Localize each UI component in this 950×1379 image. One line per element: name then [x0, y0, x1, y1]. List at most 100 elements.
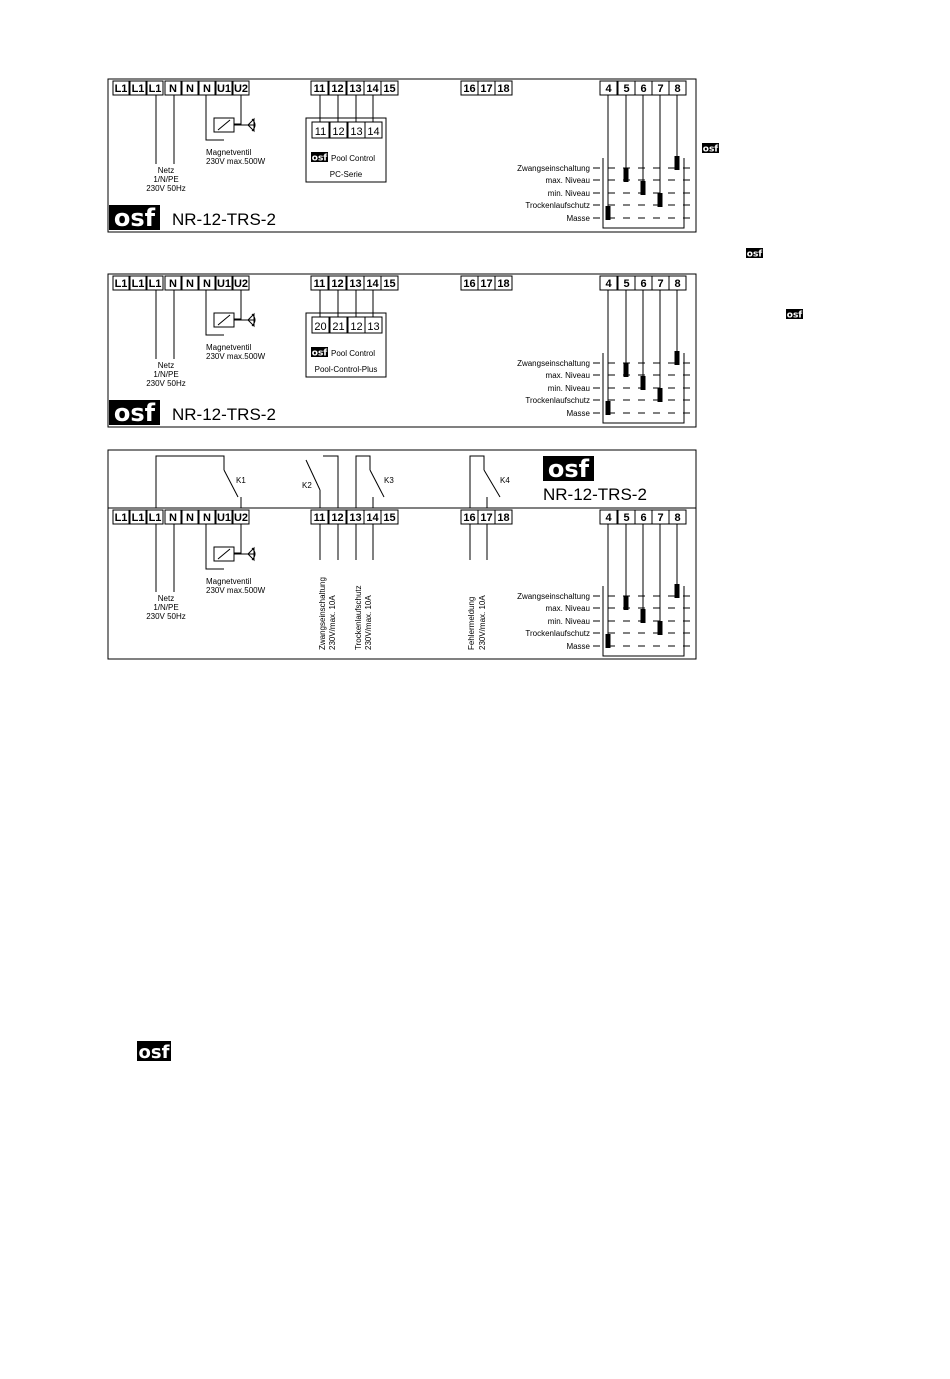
terminal-label: 12: [331, 83, 343, 95]
terminal: 21: [329, 316, 348, 334]
terminal: 5: [617, 80, 636, 96]
terminal-label: L1: [149, 512, 162, 524]
terminal-label: U2: [234, 83, 248, 95]
dry-run-label: Trockenlaufschutz: [354, 585, 363, 650]
terminal: L1: [129, 275, 147, 291]
terminal: L1: [112, 275, 130, 291]
model-label: NR-12-TRS-2: [543, 485, 647, 504]
osf-logo-small: [786, 309, 803, 321]
osf-logo-small: [137, 1041, 171, 1063]
terminal: 13: [346, 509, 365, 525]
terminal-label: 17: [480, 278, 492, 290]
terminal: 8: [668, 509, 687, 525]
terminal: 6: [634, 275, 653, 291]
netz-voltage-label: 230V 50Hz: [146, 184, 186, 193]
terminal-label: 12: [331, 278, 343, 290]
terminal: U2: [232, 509, 250, 525]
pool-control-series: Pool-Control-Plus: [315, 365, 378, 374]
netz-phase-label: 1/N/PE: [153, 370, 178, 379]
probe-electrode: [623, 596, 629, 610]
netz-label: Netz: [158, 166, 174, 175]
terminal-label: 8: [674, 83, 680, 95]
terminal: N: [181, 275, 199, 291]
terminal-label: 7: [657, 83, 663, 95]
terminal-label: 14: [366, 83, 379, 95]
terminal-label: 20: [314, 321, 326, 333]
pool-control-series: PC-Serie: [330, 170, 363, 179]
probe-level-label: max. Niveau: [546, 371, 590, 380]
terminal: 7: [651, 80, 670, 96]
terminal: 15: [380, 80, 399, 96]
terminal: 18: [494, 80, 513, 96]
terminal: U1: [215, 275, 233, 291]
osf-logo-large: osf: [543, 455, 594, 483]
probe-level-label: Zwangseinschaltung: [517, 359, 590, 368]
terminal-label: 16: [463, 278, 475, 290]
valve-label: Magnetventil: [206, 148, 252, 157]
terminal: 7: [651, 275, 670, 291]
terminal-label: 14: [366, 512, 379, 524]
fault-rating: 230V/max. 10A: [478, 595, 487, 650]
valve-label: Magnetventil: [206, 343, 252, 352]
solenoid-valve-icon: [213, 312, 256, 328]
terminal: 4: [599, 509, 618, 525]
terminal: 13: [347, 121, 366, 139]
terminal-label: N: [186, 83, 194, 95]
terminal-label: 13: [349, 278, 361, 290]
probe-level-label: Trockenlaufschutz: [525, 396, 590, 405]
probe-electrode: [640, 376, 646, 390]
terminal-label: 16: [463, 83, 475, 95]
solenoid-valve-icon: [213, 117, 256, 133]
netz-phase-label: 1/N/PE: [153, 603, 178, 612]
valve-rating-label: 230V max.500W: [206, 157, 266, 166]
terminal-label: 4: [605, 83, 612, 95]
svg-text:osf: osf: [114, 204, 156, 232]
terminal: 20: [311, 316, 330, 334]
netz-label: Netz: [158, 361, 174, 370]
probe-electrode: [674, 156, 680, 170]
terminal-label: 15: [383, 278, 395, 290]
terminal-label: 13: [367, 321, 379, 333]
terminal-label: 12: [331, 512, 343, 524]
terminal: 8: [668, 80, 687, 96]
terminal: 6: [634, 509, 653, 525]
terminal: 11: [310, 80, 329, 96]
relay-k4-label: K4: [500, 476, 510, 485]
terminal: 11: [310, 275, 329, 291]
probe-electrode: [605, 401, 611, 415]
terminal: U2: [232, 275, 250, 291]
terminal-label: L1: [115, 83, 128, 95]
probe-electrode: [640, 609, 646, 623]
probe-electrode: [605, 634, 611, 648]
terminal: 8: [668, 275, 687, 291]
terminal: L1: [112, 80, 130, 96]
osf-logo-large: osf: [109, 204, 160, 232]
terminal-label: 14: [366, 278, 379, 290]
terminal: L1: [112, 509, 130, 525]
terminal: 17: [477, 275, 496, 291]
terminal: L1: [129, 80, 147, 96]
terminal-label: 11: [315, 126, 326, 138]
model-label: NR-12-TRS-2: [172, 210, 276, 229]
terminal-label: 13: [349, 83, 361, 95]
valve-label: Magnetventil: [206, 577, 252, 586]
terminal: N: [198, 80, 216, 96]
terminal-label: N: [186, 278, 194, 290]
terminal: 14: [363, 509, 382, 525]
terminal-label: 7: [657, 512, 663, 524]
terminal: U2: [232, 80, 250, 96]
probe-level-label: Masse: [566, 409, 590, 418]
terminal-label: U1: [217, 278, 231, 290]
terminal-label: 12: [350, 321, 362, 333]
terminal-label: 8: [674, 278, 680, 290]
osf-logo-small: [702, 143, 719, 155]
terminal: 5: [617, 275, 636, 291]
fault-label: Fehlermeldung: [467, 597, 476, 650]
relay-k2-label: K2: [302, 481, 312, 490]
